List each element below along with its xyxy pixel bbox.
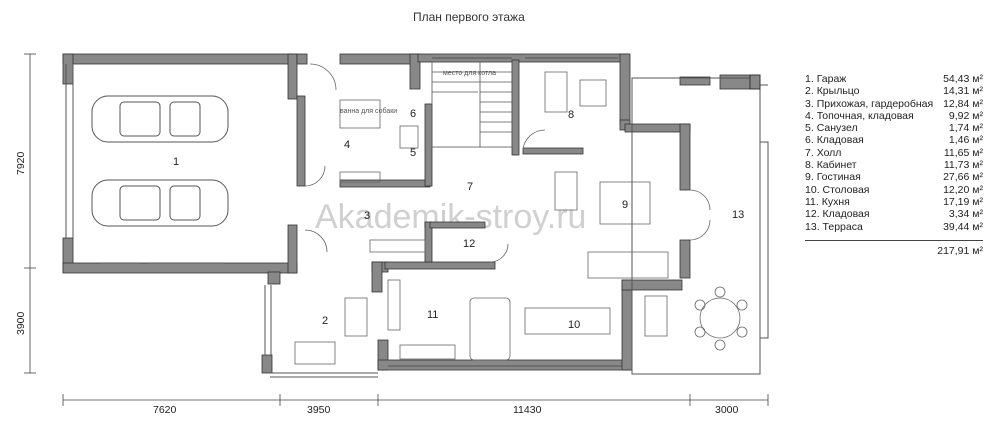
legend-room-num: 10 — [805, 183, 817, 196]
legend-unit: м² — [972, 73, 983, 85]
legend-unit: м² — [972, 208, 983, 221]
legend-room-name: Кабинет — [816, 159, 857, 172]
legend-unit: м² — [972, 195, 983, 208]
legend-room-area: 9,92 — [948, 109, 970, 122]
room-number-11: 11 — [427, 309, 438, 321]
legend-unit: м² — [972, 146, 983, 159]
legend-room-area: 11,73 — [943, 159, 970, 172]
legend-room-name: Кладовая — [816, 134, 864, 147]
room-number-6: 6 — [410, 108, 416, 120]
plan-title: План первого этажа — [413, 10, 525, 24]
room-numbers: 1 2 3 4 5 6 7 8 9 10 11 12 13 — [173, 108, 744, 331]
legend-room-area: 27,66 — [943, 171, 970, 184]
room-number-10: 10 — [568, 319, 580, 331]
room-number-3: 3 — [364, 210, 370, 222]
room-number-4: 4 — [344, 139, 350, 151]
room-number-1: 1 — [173, 156, 179, 168]
dim-bottom-2: 3950 — [307, 404, 331, 416]
room-number-9: 9 — [622, 199, 628, 211]
legend-room-num: 7 — [805, 146, 811, 159]
legend-room-area: 12,20 — [943, 183, 970, 196]
room-number-5: 5 — [410, 147, 416, 159]
legend-room-name: Столовая — [822, 183, 870, 196]
legend-room-name: Кухня — [821, 195, 850, 208]
legend-room-num: 3 — [805, 97, 811, 110]
legend-room-num: 2 — [805, 85, 811, 98]
legend-room-area: 3,34 — [948, 208, 970, 221]
legend-unit: м² — [972, 220, 983, 233]
legend-room-name: Терраса — [822, 220, 863, 233]
legend-unit: м² — [972, 159, 983, 172]
legend-room-name: Холл — [816, 146, 842, 159]
legend-room-num: 5 — [805, 122, 811, 135]
legend-room-num: 8 — [805, 159, 811, 172]
total-area: 217,91 м² — [805, 239, 983, 257]
room-number-8: 8 — [568, 109, 574, 121]
watermark: Akademik-stroy.ru — [315, 198, 586, 236]
legend-room-name: Кладовая — [822, 208, 870, 221]
legend-room-num: 12 — [805, 208, 817, 221]
legend-room-area: 12,84 — [943, 97, 970, 110]
room-number-13: 13 — [732, 209, 744, 221]
boiler-note: место для котла — [443, 70, 496, 77]
legend-room-num: 4 — [805, 109, 811, 122]
legend-room-area: 54,43 — [943, 73, 970, 85]
dim-bottom-3: 11430 — [513, 404, 542, 416]
legend-room-num: 9 — [805, 171, 811, 184]
legend-room-area: 11,65 — [943, 146, 970, 159]
dim-bottom-1: 7620 — [153, 404, 177, 416]
dim-bottom-4: 3000 — [715, 404, 739, 416]
legend-room-name: Крыльцо — [816, 85, 860, 98]
legend-room-area: 39,44 — [943, 220, 970, 233]
legend-room-area: 14,31 — [943, 85, 970, 98]
room-number-7: 7 — [467, 181, 473, 193]
legend-room-area: 17,19 — [943, 195, 970, 208]
dog-bath-note: ванна для собаки — [340, 107, 397, 115]
legend-unit: м² — [972, 122, 983, 135]
legend-room-name: Гостиная — [816, 171, 861, 184]
legend-room-num: 13 — [805, 220, 817, 233]
legend-unit: м² — [972, 134, 983, 147]
legend-room-area: 1,74 — [948, 122, 970, 135]
legend-room-name: Топочная, кладовая — [816, 109, 914, 122]
dim-left-2: 3900 — [15, 311, 27, 335]
legend-room-name: Прихожая, гардеробная — [816, 97, 934, 110]
legend-room-name: Гараж — [816, 73, 847, 85]
room-number-12: 12 — [463, 238, 475, 250]
legend-room-num: 6 — [805, 134, 811, 147]
dimension-lines — [24, 53, 769, 406]
legend-room-num: 11 — [805, 195, 816, 208]
legend-unit: м² — [972, 85, 983, 98]
dim-left-1: 7920 — [15, 151, 27, 175]
legend-unit: м² — [972, 97, 983, 110]
legend-unit: м² — [972, 183, 983, 196]
room-number-2: 2 — [322, 315, 328, 327]
legend-room-name: Санузел — [816, 122, 858, 135]
legend-unit: м² — [972, 171, 983, 184]
legend-room-num: 1 — [805, 73, 811, 85]
legend-room-area: 1,46 — [948, 134, 970, 147]
legend-unit: м² — [972, 109, 983, 122]
